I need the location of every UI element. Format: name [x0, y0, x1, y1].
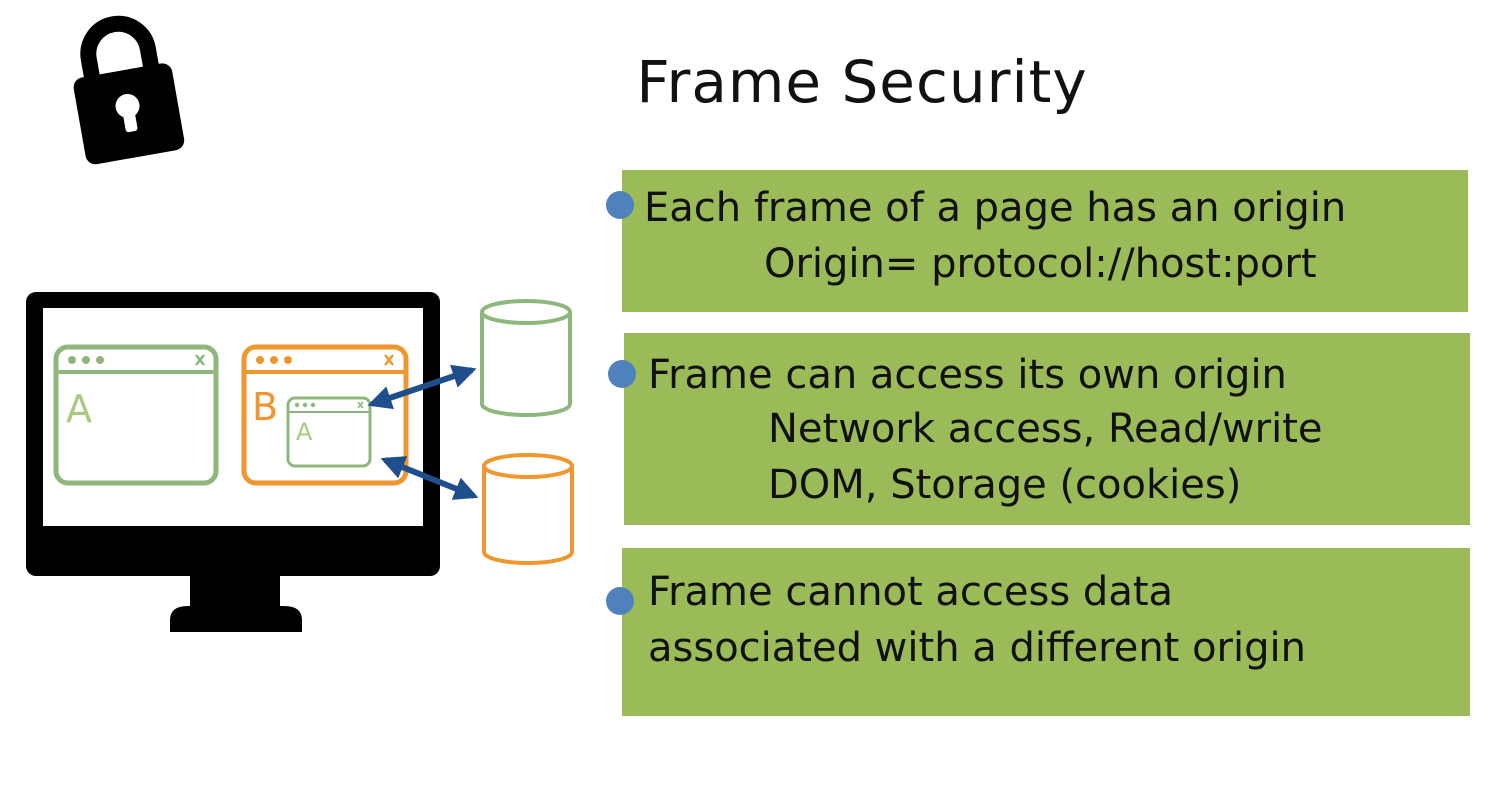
bullet-icon — [608, 360, 636, 388]
point-subtext: Network access, Read/write — [768, 406, 1323, 452]
point-box-same-origin: Frame can access its own origin Network … — [608, 333, 1470, 525]
origin-b-storage-icon — [482, 453, 574, 565]
point-text: associated with a different origin — [648, 625, 1306, 671]
bullet-icon — [606, 587, 634, 615]
point-box-cross-origin: Frame cannot access data associated with… — [606, 548, 1470, 716]
access-arrow-a — [367, 364, 477, 410]
lock-icon — [73, 15, 185, 165]
point-text: Frame cannot access data — [648, 569, 1174, 615]
page-title: Frame Security — [636, 48, 1088, 116]
frame-b-window: B A — [241, 344, 409, 486]
frame-a-window: A — [53, 344, 219, 486]
point-subtext: Origin= protocol://host:port — [764, 241, 1317, 287]
monitor-icon — [26, 292, 440, 632]
frame-b-label: B — [252, 385, 278, 429]
nested-frame-window: A — [286, 396, 372, 468]
point-text: Each frame of a page has an origin — [644, 185, 1347, 231]
frame-a-label: A — [66, 387, 92, 431]
origin-a-storage-icon — [480, 299, 572, 417]
nested-frame-label: A — [296, 418, 313, 446]
access-arrow-b — [380, 456, 479, 500]
frame-diagram: A B A — [26, 292, 574, 632]
bullet-icon — [606, 191, 634, 219]
point-subtext: DOM, Storage (cookies) — [768, 462, 1242, 508]
point-box-origin: Each frame of a page has an origin Origi… — [606, 170, 1468, 312]
point-text: Frame can access its own origin — [648, 352, 1287, 398]
